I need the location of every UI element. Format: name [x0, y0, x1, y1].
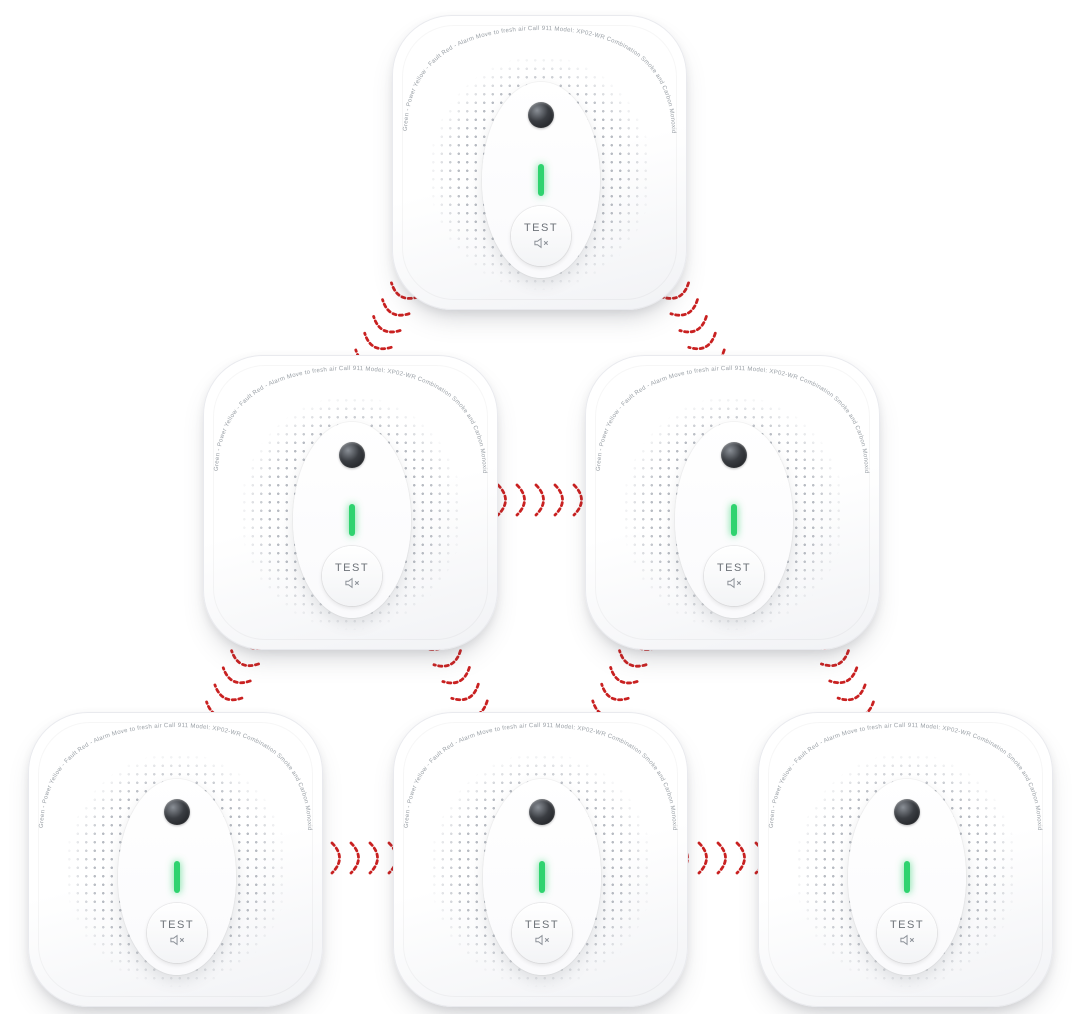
speaker-mute-icon [726, 577, 742, 589]
status-led [904, 861, 910, 893]
alarm-device-top: Green - Power Yellow - Fault Red - Alarm… [390, 12, 687, 310]
center-panel: TEST [118, 779, 236, 975]
test-button: TEST [322, 546, 382, 606]
test-button: TEST [147, 903, 207, 963]
center-panel: TEST [848, 779, 966, 975]
test-button-label: TEST [716, 562, 752, 574]
sensor-lens [528, 102, 554, 128]
center-panel: TEST [483, 779, 601, 975]
status-led [538, 164, 544, 196]
test-button-label: TEST [889, 919, 925, 931]
speaker-mute-icon [344, 577, 360, 589]
speaker-mute-icon [534, 934, 550, 946]
sensor-lens [894, 799, 920, 825]
test-button-label: TEST [159, 919, 195, 931]
test-button-label: TEST [523, 222, 559, 234]
status-led [731, 504, 737, 536]
center-panel: TEST [293, 422, 411, 618]
speaker-mute-icon [533, 237, 549, 249]
alarm-device-middle-right: Green - Power Yellow - Fault Red - Alarm… [583, 352, 880, 650]
speaker-mute-icon [899, 934, 915, 946]
alarm-device-middle-left: Green - Power Yellow - Fault Red - Alarm… [201, 352, 498, 650]
center-panel: TEST [675, 422, 793, 618]
status-led [539, 861, 545, 893]
speaker-mute-icon [169, 934, 185, 946]
test-button: TEST [704, 546, 764, 606]
sensor-lens [339, 442, 365, 468]
alarm-device-bottom-left: Green - Power Yellow - Fault Red - Alarm… [26, 709, 323, 1007]
status-led [174, 861, 180, 893]
center-panel: TEST [482, 82, 600, 278]
test-button-label: TEST [524, 919, 560, 931]
alarm-device-bottom-center: Green - Power Yellow - Fault Red - Alarm… [391, 709, 688, 1007]
test-button: TEST [512, 903, 572, 963]
test-button-label: TEST [334, 562, 370, 574]
sensor-lens [529, 799, 555, 825]
alarm-device-bottom-right: Green - Power Yellow - Fault Red - Alarm… [756, 709, 1053, 1007]
sensor-lens [164, 799, 190, 825]
test-button: TEST [511, 206, 571, 266]
sensor-lens [721, 442, 747, 468]
test-button: TEST [877, 903, 937, 963]
status-led [349, 504, 355, 536]
